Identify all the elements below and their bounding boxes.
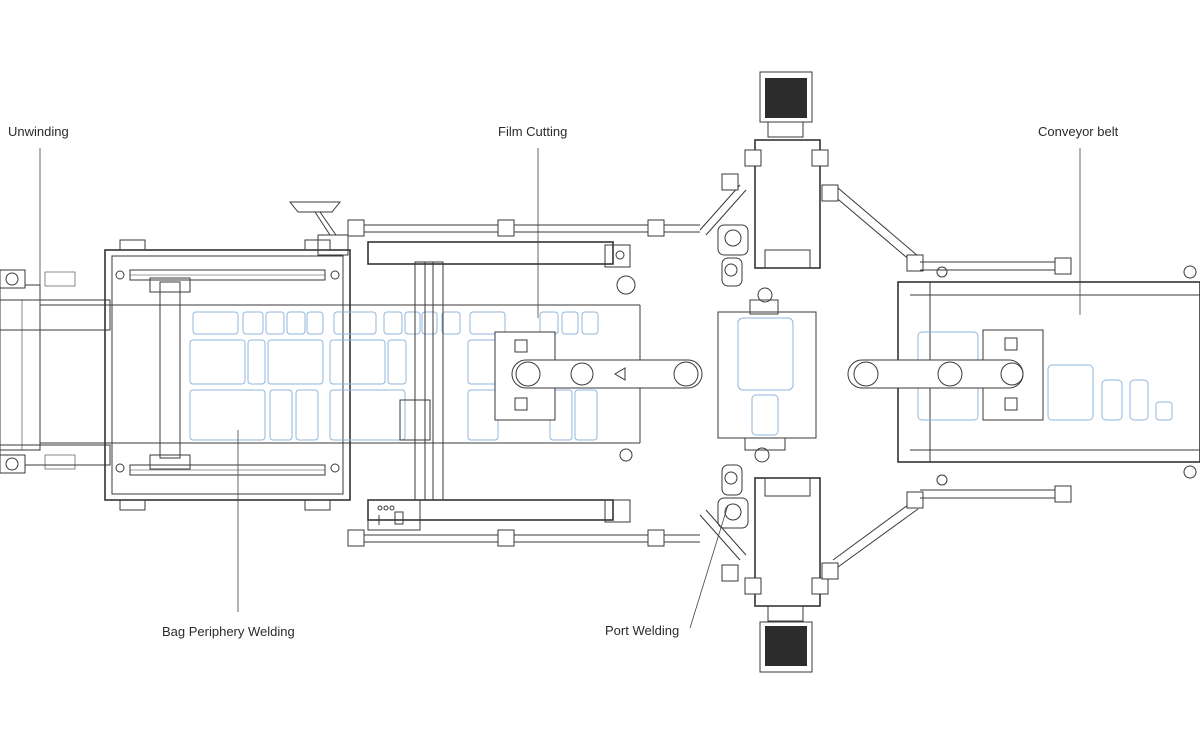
- conveyor-belt-station: [847, 257, 1200, 503]
- periphery-welding-station: [40, 239, 641, 511]
- label-bag-periphery-welding: Bag Periphery Welding: [162, 624, 295, 639]
- label-port-welding: Port Welding: [605, 623, 680, 638]
- overhead-arm: [288, 201, 349, 256]
- film-cutting-station: [347, 219, 703, 547]
- unwinding-station: [0, 269, 111, 474]
- label-unwinding: Unwinding: [8, 124, 69, 139]
- label-conveyor-belt: Conveyor belt: [1038, 124, 1119, 139]
- port-welding-leader: [689, 504, 729, 629]
- port-welding-station: [699, 71, 924, 673]
- label-film-cutting: Film Cutting: [498, 124, 568, 139]
